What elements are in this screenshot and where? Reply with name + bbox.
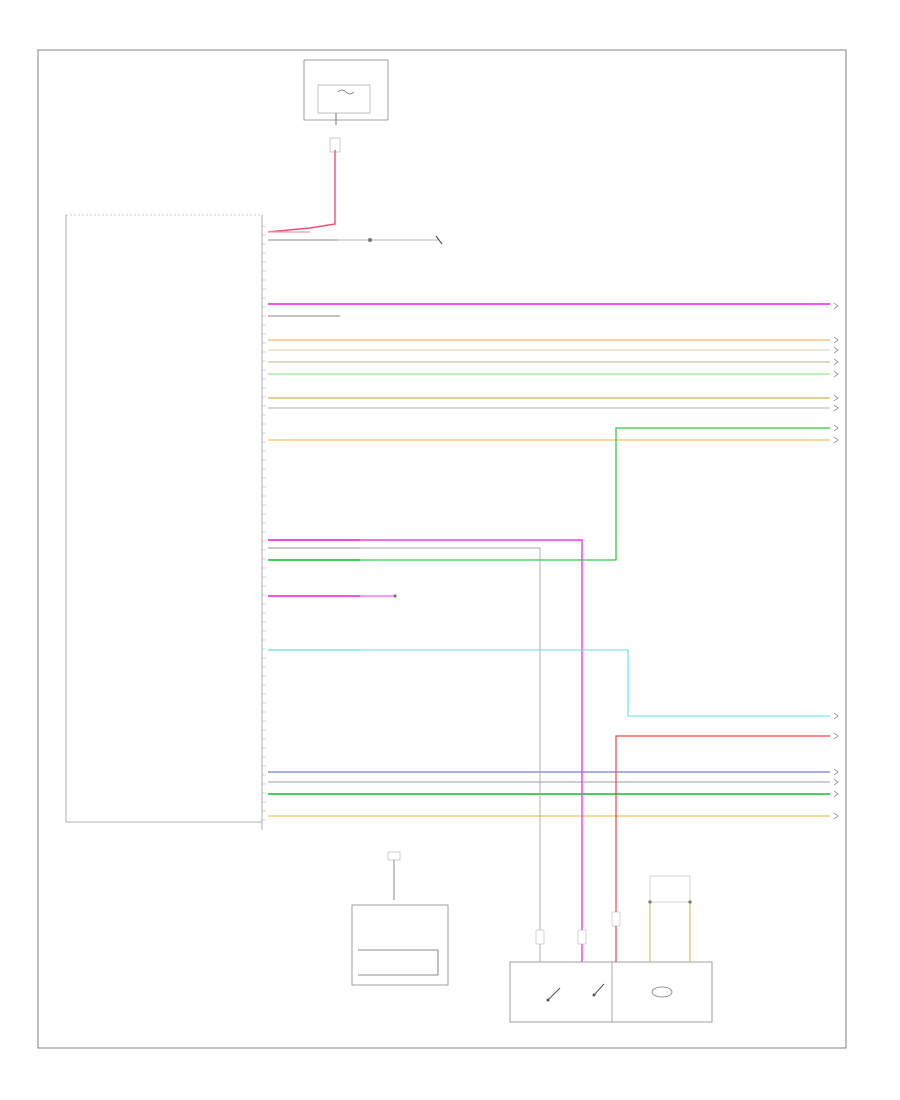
terminal-arrow — [833, 302, 839, 310]
control-module — [65, 214, 263, 830]
fuse-block — [303, 59, 389, 153]
right-terminals — [833, 302, 839, 820]
right-terminal — [833, 336, 839, 344]
right-terminal — [833, 812, 839, 820]
right-terminal — [833, 302, 839, 310]
switch-assembly — [509, 875, 713, 1023]
right-terminal — [833, 436, 839, 444]
fuse-symbol — [337, 89, 355, 95]
right-terminal — [833, 790, 839, 798]
switch-contact-2 — [593, 983, 605, 996]
ground-branch — [268, 235, 443, 245]
wire-red-route — [615, 735, 830, 930]
terminal-arrow — [833, 370, 839, 378]
right-terminal — [833, 370, 839, 378]
terminal-arrow — [833, 712, 839, 720]
terminal-arrow — [833, 394, 839, 402]
terminal-arrow — [833, 812, 839, 820]
right-terminal — [833, 404, 839, 412]
diagram-frame — [37, 49, 847, 1049]
terminal-arrow — [833, 436, 839, 444]
right-terminal — [833, 346, 839, 354]
terminal-arrow — [833, 790, 839, 798]
terminal-arrow — [833, 358, 839, 366]
terminal-arrow — [833, 732, 839, 740]
terminal-arrow — [833, 336, 839, 344]
switch-contact-1 — [547, 987, 561, 1001]
wire-green-route — [268, 427, 830, 561]
right-terminal — [833, 778, 839, 786]
right-terminal — [833, 394, 839, 402]
terminal-arrow — [833, 768, 839, 776]
terminal-arrow — [833, 346, 839, 354]
module-pin-rows — [268, 231, 830, 817]
instrument-panel-cluster — [351, 851, 449, 986]
wire-cyan-route — [268, 649, 830, 717]
terminal-arrow — [833, 778, 839, 786]
right-terminal — [833, 358, 839, 366]
sensor-element — [651, 986, 673, 998]
wire-magenta-route — [268, 539, 583, 930]
right-terminal — [833, 712, 839, 720]
wire-gray-route — [268, 547, 541, 930]
right-terminal — [833, 732, 839, 740]
module-pin-ticks — [262, 225, 266, 821]
terminal-arrow — [833, 404, 839, 412]
terminal-arrow — [833, 424, 839, 432]
battery-feed-wire — [267, 150, 336, 233]
routed-wires — [268, 427, 830, 930]
right-terminal — [833, 424, 839, 432]
right-terminal — [833, 768, 839, 776]
